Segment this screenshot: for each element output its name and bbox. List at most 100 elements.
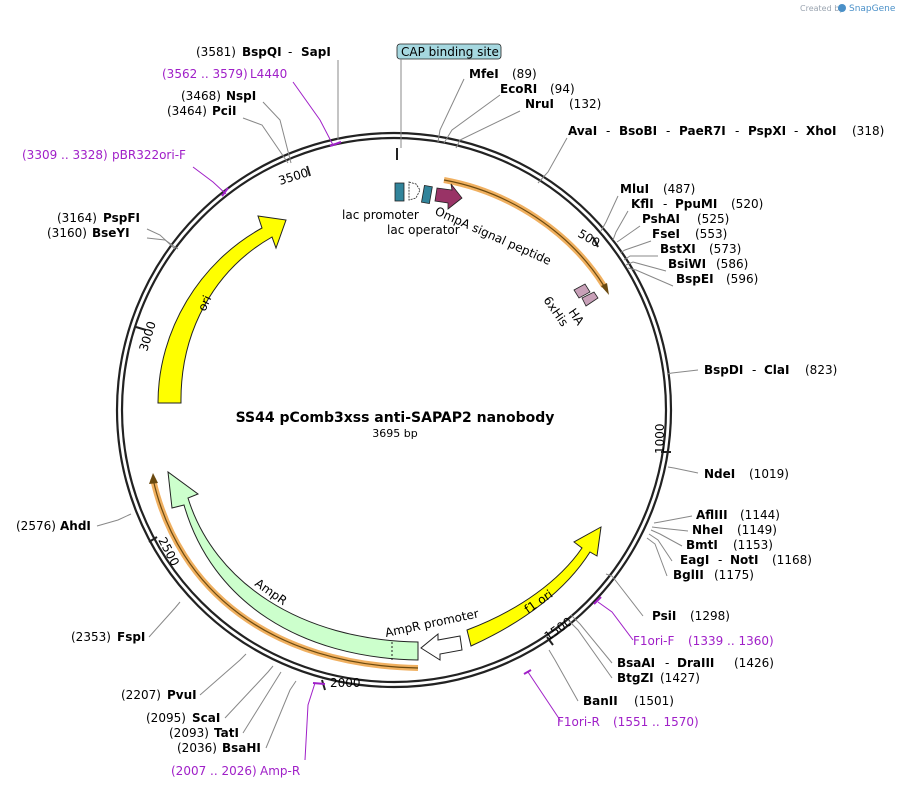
site-pos-bsiwi: (586): [716, 257, 748, 271]
ampr-track-arrowhead: [149, 473, 158, 484]
site-name-pspxi[interactable]: PspXI: [748, 124, 786, 138]
site-name-ecori[interactable]: EcoRI: [500, 82, 537, 96]
ampr-promoter-label: AmpR promoter: [384, 606, 480, 640]
site-pos-btgzi: (1427): [660, 671, 700, 685]
tick-label-3000: 3000: [136, 320, 158, 353]
site-pos-bstxi: (573): [709, 242, 741, 256]
site-name-bglii[interactable]: BglII: [673, 568, 704, 582]
primer-name-l4440[interactable]: L4440: [250, 67, 287, 81]
site-sep-bspqi: -: [288, 45, 292, 59]
site-name-noti[interactable]: NotI: [730, 553, 759, 567]
site-name-scai[interactable]: ScaI: [192, 711, 220, 725]
lac-operator-label: lac operator: [387, 223, 460, 237]
cap-binding-feature[interactable]: [408, 181, 421, 201]
site-pos-mfei: (89): [512, 67, 537, 81]
credit-brand: SnapGene: [849, 4, 896, 14]
site-name-bstxi[interactable]: BstXI: [660, 242, 696, 256]
site-name-bspei[interactable]: BspEI: [676, 272, 714, 286]
ompa-track-line: [443, 179, 605, 287]
site-pos-pvui: (2207): [121, 688, 161, 702]
site-name-pvui[interactable]: PvuI: [167, 688, 197, 702]
site-pos-eagi: (1168): [772, 553, 812, 567]
site-name-bsahi[interactable]: BsaHI: [222, 741, 261, 755]
f1ori-feature[interactable]: [466, 526, 602, 647]
site-name-bsaai[interactable]: BsaAI: [617, 656, 655, 670]
ampr-promoter-feature[interactable]: [420, 632, 463, 661]
lac-promoter-feature[interactable]: [394, 182, 405, 202]
site-name-ndei[interactable]: NdeI: [704, 467, 735, 481]
site-name-nrui[interactable]: NruI: [525, 97, 554, 111]
site-sep-paer7i: -: [735, 124, 739, 138]
site-name-psii[interactable]: PsiI: [652, 609, 676, 623]
primer-name-f1ori-r[interactable]: F1ori-R: [557, 715, 600, 729]
site-pos-nrui: (132): [569, 97, 601, 111]
site-name-pshai[interactable]: PshAI: [642, 212, 680, 226]
site-pos-bspei: (596): [726, 272, 758, 286]
primer-range-pbr322: (3309 .. 3328): [22, 148, 108, 162]
site-pos-bseyi: (3160): [47, 226, 87, 240]
site-name-fspi[interactable]: FspI: [117, 630, 145, 644]
snapgene-logo-icon: [838, 4, 846, 12]
site-name-bspqi[interactable]: BspQI: [242, 45, 282, 59]
his-tag-feature[interactable]: [573, 283, 591, 299]
site-name-paer7i[interactable]: PaeR7I: [679, 124, 726, 138]
site-sep-pspxi: -: [794, 124, 798, 138]
site-pos-bspqi: (3581): [196, 45, 236, 59]
site-name-pspfi[interactable]: PspFI: [103, 211, 140, 225]
site-pos-psii: (1298): [690, 609, 730, 623]
ha-tag-feature[interactable]: [581, 291, 599, 307]
primer-name-f1ori-f[interactable]: F1ori-F: [633, 634, 674, 648]
site-name-banii[interactable]: BanII: [583, 694, 618, 708]
site-name-ahdi[interactable]: AhdI: [60, 519, 91, 533]
site-pos-pspfi: (3164): [57, 211, 97, 225]
primer-range-f1ori-f: (1339 .. 1360): [688, 634, 774, 648]
plasmid-title: SS44 pComb3xss anti-SAPAP2 nanobody: [236, 410, 555, 426]
site-name-bspdi[interactable]: BspDI: [704, 363, 743, 377]
site-name-clai[interactable]: ClaI: [764, 363, 789, 377]
site-name-mlui[interactable]: MluI: [620, 182, 649, 196]
credit-prefix: Created by: [800, 4, 844, 13]
site-name-bmti[interactable]: BmtI: [686, 538, 718, 552]
primer-name-amp-r[interactable]: Amp-R: [260, 764, 300, 778]
tick-marks: [135, 165, 671, 691]
site-name-bseyi[interactable]: BseYI: [92, 226, 130, 240]
site-name-nspi[interactable]: NspI: [226, 89, 256, 103]
site-pos-ndei: (1019): [749, 467, 789, 481]
site-name-eagi[interactable]: EagI: [680, 553, 709, 567]
site-pos-afliii: (1144): [740, 508, 780, 522]
site-pos-pcii: (3464): [167, 104, 207, 118]
site-name-ppumi[interactable]: PpuMI: [675, 197, 717, 211]
site-name-fsei[interactable]: FseI: [652, 227, 680, 241]
site-name-bsiwi[interactable]: BsiWI: [668, 257, 706, 271]
site-name-xhoi[interactable]: XhoI: [806, 124, 837, 138]
primer-name-pbr322[interactable]: pBR322ori-F: [112, 148, 186, 162]
tick-label-2000: 2000: [330, 676, 361, 690]
site-pos-scai: (2095): [146, 711, 186, 725]
site-name-sapi[interactable]: SapI: [301, 45, 331, 59]
ompa-feature[interactable]: [434, 183, 463, 210]
ampr-feature[interactable]: [167, 470, 419, 661]
ori-feature[interactable]: [157, 215, 287, 404]
site-name-avai[interactable]: AvaI: [568, 124, 597, 138]
site-name-mfei[interactable]: MfeI: [469, 67, 499, 81]
site-name-bsobi[interactable]: BsoBI: [619, 124, 657, 138]
site-sep-bspdi: -: [752, 363, 756, 377]
site-sep-kfli: -: [663, 197, 667, 211]
ha-tag-label: HA: [566, 306, 588, 329]
site-pos-fsei: (553): [695, 227, 727, 241]
site-name-draiii[interactable]: DraIII: [677, 656, 714, 670]
site-name-pcii[interactable]: PciI: [212, 104, 237, 118]
cap-binding-box[interactable]: [396, 43, 502, 60]
site-name-tati[interactable]: TatI: [214, 726, 239, 740]
site-name-kfli[interactable]: KflI: [631, 197, 654, 211]
ampr-track-line: [152, 478, 419, 669]
site-name-afliii[interactable]: AflIII: [696, 508, 728, 522]
site-pos-mlui: (487): [663, 182, 695, 196]
site-sep-bsaai: -: [665, 656, 669, 670]
site-sep-avai: -: [606, 124, 610, 138]
site-name-nhei[interactable]: NheI: [692, 523, 723, 537]
lac-operator-feature[interactable]: [421, 184, 433, 205]
site-sep-bsobi: -: [666, 124, 670, 138]
site-name-btgzi[interactable]: BtgZI: [617, 671, 654, 685]
